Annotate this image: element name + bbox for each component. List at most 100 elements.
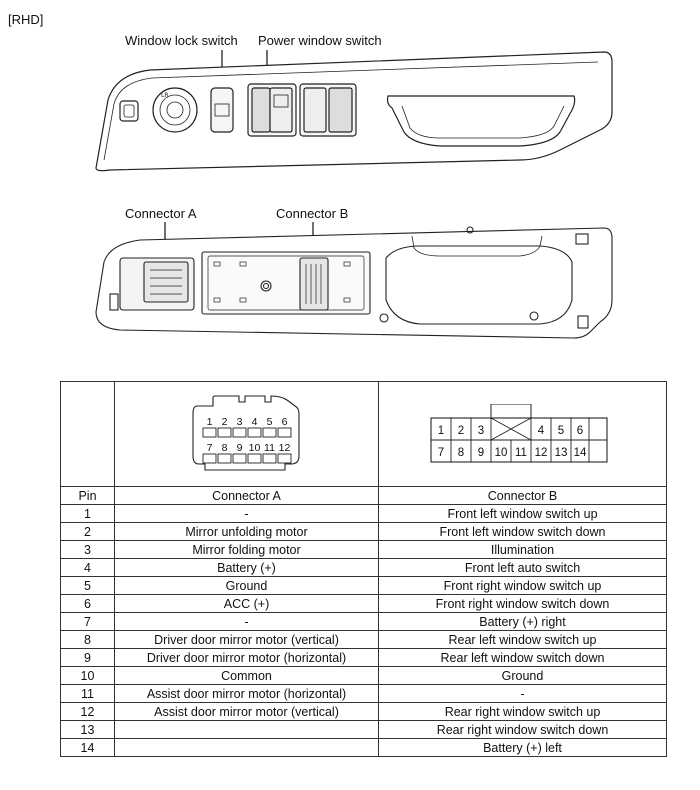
switch-panel-front: LR <box>95 51 613 172</box>
connector-a-pin-label: 6 <box>282 416 288 428</box>
connector-b-pin-label: 5 <box>558 425 564 437</box>
connector-a-diagram-cell: 1 2 3 4 5 6 7 8 9 10 11 12 <box>114 381 379 487</box>
connector-b-pin-label: 1 <box>438 425 444 437</box>
connector-b-cell: Battery (+) right <box>378 612 667 631</box>
connector-a-cell: Driver door mirror motor (horizontal) <box>114 648 379 667</box>
window-lock-switch-label: Window lock switch <box>125 33 238 48</box>
connector-diagram-row: 1 2 3 4 5 6 7 8 9 10 11 12 <box>60 381 667 487</box>
connector-a-pin-label: 4 <box>252 416 258 428</box>
pin-number-cell: 9 <box>60 648 115 667</box>
table-header-row: Pin Connector A Connector B <box>60 486 667 505</box>
connector-a-cavities <box>202 427 292 464</box>
pin-number-cell: 14 <box>60 738 115 757</box>
blank-corner-cell <box>60 381 115 487</box>
connector-a-pin-label: 9 <box>237 442 243 454</box>
header-pin: Pin <box>60 486 115 505</box>
pin-number-cell: 8 <box>60 630 115 649</box>
connector-b-cell: Front left window switch up <box>378 504 667 523</box>
connector-a-pin-label: 7 <box>207 442 213 454</box>
switch-panel-rear <box>95 226 613 339</box>
connector-a-pin-label: 2 <box>222 416 228 428</box>
connector-a-cell: Driver door mirror motor (vertical) <box>114 630 379 649</box>
pin-number-cell: 10 <box>60 666 115 685</box>
connector-b-diagram-cell: 1 2 3 4 5 6 7 8 9 10 11 12 13 14 <box>378 381 667 487</box>
connector-a-cell: Battery (+) <box>114 558 379 577</box>
pin-number-cell: 12 <box>60 702 115 721</box>
switch-panel-illustration: LR <box>95 50 613 339</box>
pin-number-cell: 4 <box>60 558 115 577</box>
connector-a-pin-label: 12 <box>279 442 291 454</box>
connector-b-cell: Illumination <box>378 540 667 559</box>
connector-a-pin-label: 3 <box>237 416 243 428</box>
connector-b-pin-label: 7 <box>438 447 444 459</box>
connector-b-cell: Ground <box>378 666 667 685</box>
pin-number-cell: 11 <box>60 684 115 703</box>
connector-b-pin-label: 6 <box>577 425 583 437</box>
table-row: 13 Rear right window switch down <box>60 720 667 739</box>
table-row: 7-Battery (+) right <box>60 612 667 631</box>
connector-b-pin-label: 11 <box>515 447 527 459</box>
pin-number-cell: 3 <box>60 540 115 559</box>
svg-text:LR: LR <box>161 92 169 99</box>
connector-a-cell: Mirror folding motor <box>114 540 379 559</box>
connector-b-cell: Front left window switch down <box>378 522 667 541</box>
region-tag: [RHD] <box>8 12 44 27</box>
connector-a-pin-label: 10 <box>249 442 261 454</box>
connector-a-face: 1 2 3 4 5 6 7 8 9 10 11 12 <box>192 395 300 471</box>
connector-b-label: Connector B <box>276 206 349 221</box>
connector-b-pin-label: 3 <box>478 425 484 437</box>
connector-b-cell: Front right window switch down <box>378 594 667 613</box>
connector-b-cell: Battery (+) left <box>378 738 667 757</box>
connector-b-pin-label: 4 <box>538 425 545 437</box>
connector-b-pin-label: 13 <box>555 447 568 459</box>
table-row: 14 Battery (+) left <box>60 738 667 757</box>
table-row: 1-Front left window switch up <box>60 504 667 523</box>
header-connector-a: Connector A <box>114 486 379 505</box>
connector-a-cell: Mirror unfolding motor <box>114 522 379 541</box>
connector-a-cell: Assist door mirror motor (horizontal) <box>114 684 379 703</box>
connector-a-cell: - <box>114 612 379 631</box>
connector-a-pin-label: 11 <box>264 442 275 454</box>
connector-a-cell: Common <box>114 666 379 685</box>
connector-b-pin-label: 9 <box>478 447 484 459</box>
connector-a-cell: Assist door mirror motor (vertical) <box>114 702 379 721</box>
pin-number-cell: 7 <box>60 612 115 631</box>
connector-a-cell: - <box>114 504 379 523</box>
connector-b-pin-label: 10 <box>495 447 508 459</box>
pin-number-cell: 1 <box>60 504 115 523</box>
connector-b-cell: Rear right window switch down <box>378 720 667 739</box>
pin-number-cell: 13 <box>60 720 115 739</box>
connector-a-label: Connector A <box>125 206 197 221</box>
pin-number-cell: 2 <box>60 522 115 541</box>
pin-number-cell: 5 <box>60 576 115 595</box>
pin-table: 1 2 3 4 5 6 7 8 9 10 11 12 <box>60 381 667 757</box>
connector-b-pin-label: 2 <box>458 425 464 437</box>
pin-number-cell: 6 <box>60 594 115 613</box>
connector-b-pin-label: 12 <box>535 447 548 459</box>
connector-b-pin-label: 14 <box>574 447 587 459</box>
connector-b-pin-label: 8 <box>458 447 464 459</box>
connector-b-cell: Rear left window switch down <box>378 648 667 667</box>
connector-b-cell: - <box>378 684 667 703</box>
connector-a-cell: Ground <box>114 576 379 595</box>
connector-b-cell: Rear left window switch up <box>378 630 667 649</box>
connector-a-cell <box>114 720 379 739</box>
connector-b-cell: Front left auto switch <box>378 558 667 577</box>
connector-a-pin-label: 8 <box>222 442 228 454</box>
connector-b-cell: Rear right window switch up <box>378 702 667 721</box>
header-connector-b: Connector B <box>378 486 667 505</box>
power-window-switch-label: Power window switch <box>258 33 382 48</box>
connector-a-cell <box>114 738 379 757</box>
connector-a-pin-label: 5 <box>267 416 273 428</box>
